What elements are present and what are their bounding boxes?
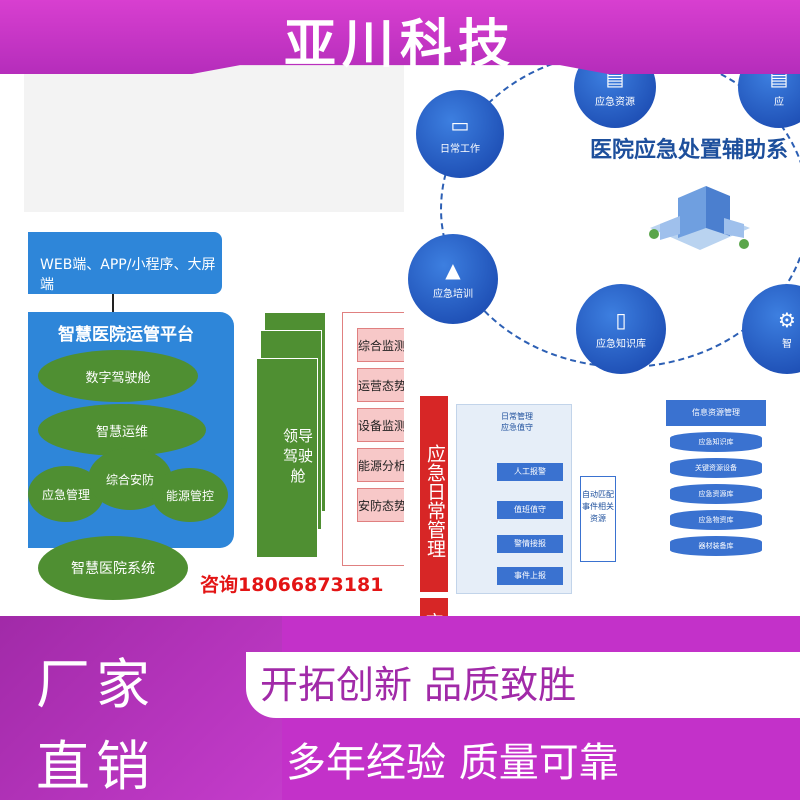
link-arrow — [112, 294, 114, 312]
slogan-innovation: 开拓创新 品质致胜 — [260, 663, 577, 707]
flow-step-on-duty: 值班值守 — [497, 501, 563, 519]
monitor-item-operations: 运营态势 — [357, 368, 407, 402]
node-label: 应急资源 — [595, 96, 635, 108]
flow-header-line: 日常管理 — [501, 412, 533, 421]
consult-phone-text: 咨询18066873181 — [200, 574, 384, 596]
node-label: 应急知识库 — [596, 338, 646, 350]
slogan-experience: 多年经验 质量可靠 — [286, 740, 619, 786]
node-label: 日常工作 — [440, 143, 480, 155]
bottom-left-banner — [0, 616, 282, 800]
monitor-item-security: 安防态势 — [357, 488, 407, 522]
db-emergency-resources: 应急资源库 — [670, 484, 762, 504]
oval-digital-cockpit: 数字驾驶舱 — [38, 350, 198, 402]
monitor-item-energy: 能源分析 — [357, 448, 407, 482]
slogan-white-box — [246, 652, 800, 718]
info-resource-header: 信息资源管理 — [666, 400, 766, 426]
oval-smart-maintenance: 智慧运维 — [38, 404, 206, 456]
monitor-list: 综合监测 运营态势 设备监测 能源分析 安防态势 — [344, 328, 420, 528]
brand-title: 亚川科技 — [283, 15, 516, 75]
client-endpoints-box: WEB端、APP/小程序、大屏端 — [28, 232, 222, 294]
node-label: 应 — [774, 96, 784, 108]
direct-sale-label: 直销 — [36, 735, 156, 798]
leader-cockpit-label: 领导驾驶舱 — [282, 427, 313, 485]
platform-diagram: WEB端、APP/小程序、大屏端 智慧医院运管平台 数字驾驶舱 智慧运维 应急管… — [24, 28, 422, 652]
node-emergency-training: ▲ 应急培训 — [408, 234, 498, 324]
node-label: 应急培训 — [433, 288, 473, 300]
node-label: 智 — [782, 338, 792, 350]
factory-label: 厂家 — [36, 653, 156, 716]
graduation-cap-icon: ▲ — [445, 257, 461, 282]
flow-header-line: 应急值守 — [501, 423, 533, 432]
daily-management-label: 应急日常管理 — [420, 396, 448, 592]
operations-platform-box: 智慧医院运管平台 数字驾驶舱 智慧运维 应急管理 综合安防 能源管控 — [28, 312, 234, 548]
flow-step-alert-receive: 警情接报 — [497, 535, 563, 553]
book-icon: ▯ — [615, 307, 627, 332]
monitor-item-equipment: 设备监测 — [357, 408, 407, 442]
auto-match-box: 自动匹配事件相关资源 — [580, 476, 616, 562]
db-key-equipment: 关键资源设备 — [670, 458, 762, 478]
info-resource-panel: 信息资源管理 应急知识库 关键资源设备 应急资源库 应急物资库 器材装备库 — [666, 400, 766, 600]
gear-icon: ⚙ — [778, 307, 796, 332]
emergency-system-diagram: ▤ 应急资源 ▤ 应 ▭ 日常工作 ▲ 应急培训 ▯ 应急知识库 ⚙ 智 医院应… — [404, 28, 800, 640]
cockpit-card-front — [256, 358, 318, 558]
system-title: 医院应急处置辅助系 — [590, 138, 789, 163]
db-emergency-supplies: 应急物资库 — [670, 510, 762, 530]
node-knowledge-base: ▯ 应急知识库 — [576, 284, 666, 374]
platform-title: 智慧医院运管平台 — [58, 325, 194, 345]
db-knowledge-base: 应急知识库 — [670, 432, 762, 452]
node-daily-work: ▭ 日常工作 — [416, 90, 504, 178]
emergency-flow-chart: 应急日常管理 应 日常管理 应急值守 人工报警 值班值守 警情接报 事件上报 自… — [420, 396, 800, 640]
flow-header: 日常管理 应急值守 — [457, 405, 571, 433]
monitor-item-comprehensive: 综合监测 — [357, 328, 407, 362]
hospital-system-oval: 智慧医院系统 — [38, 536, 188, 600]
flow-step-event-report: 事件上报 — [497, 567, 563, 585]
oval-energy-control: 能源管控 — [152, 468, 228, 522]
flow-step-manual-alarm: 人工报警 — [497, 463, 563, 481]
db-equipment-storage: 器材装备库 — [670, 536, 762, 556]
monitor-icon: ▭ — [450, 112, 470, 137]
hospital-building-illustration — [649, 186, 750, 250]
oval-emergency-management: 应急管理 — [28, 466, 104, 522]
daily-duty-panel: 日常管理 应急值守 人工报警 值班值守 警情接报 事件上报 — [456, 404, 572, 594]
brand-banner — [0, 0, 800, 74]
